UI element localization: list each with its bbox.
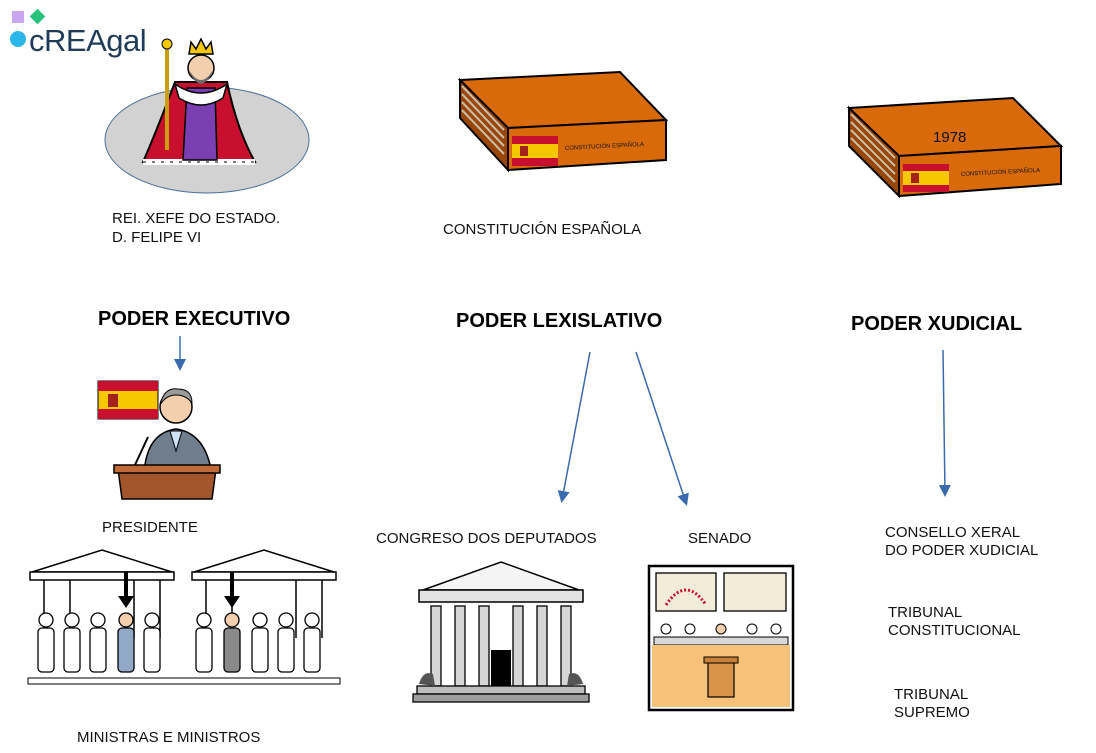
book-spine-text: CONSTITUCIÓN ESPAÑOLA [961,167,1040,178]
spain-flag-icon [97,380,159,420]
arrow-legislative-senate [635,351,689,506]
senate-label: SENADO [688,530,752,547]
heading-judicial: PODER XUDICIAL [851,313,1023,335]
logo-mark-icon [10,8,46,47]
ministers-pictogram [27,549,341,685]
ministers-label: MINISTRAS E MINISTROS [77,729,261,746]
ts-label-line1: TRIBUNAL [894,686,969,703]
crown-icon [188,37,214,55]
arrow-legislative-congress [557,351,591,503]
spain-flag-icon [512,136,558,166]
president-label: PRESIDENTE [102,519,198,536]
constitution-book: CONSTITUCIÓN ESPAÑOLA [457,70,669,173]
congress-label: CONGRESO DOS DEPUTADOS [376,530,597,547]
book-year: 1978 [933,129,966,146]
logo: cREAgal [8,8,168,58]
president-pictogram [97,380,221,500]
senate-pictogram [647,564,795,712]
cgpj-label-line1: CONSELLO XERAL [885,524,1021,541]
highlighted-minister-male [223,612,241,673]
tc-label-line1: TRIBUNAL [888,604,963,621]
book-spine-text: CONSTITUCIÓN ESPAÑOLA [565,141,644,152]
king-pictogram [104,37,310,194]
tc-label-line2: CONSTITUCIONAL [888,622,1021,639]
highlighted-minister-female [117,612,135,673]
king-label-line1: REI. XEFE DO ESTADO. [112,210,281,227]
congress-pictogram [412,561,590,703]
constitution-book-1978: 1978 CONSTITUCIÓN ESPAÑOLA [846,96,1064,199]
ts-label-line2: SUPREMO [894,704,970,721]
cgpj-label-line2: DO PODER XUDICIAL [885,542,1039,559]
down-arrow-icon [118,572,240,608]
heading-executive: PODER EXECUTIVO [98,308,291,330]
arrow-judicial-cgpj [938,349,951,497]
heading-legislative: PODER LEXISLATIVO [456,310,663,332]
logo-text: cREAgal [29,23,147,58]
constitution-label: CONSTITUCIÓN ESPAÑOLA [443,221,642,238]
government-building-left [29,549,175,638]
king-label-line2: D. FELIPE VI [112,229,202,246]
spain-flag-icon [903,164,949,192]
